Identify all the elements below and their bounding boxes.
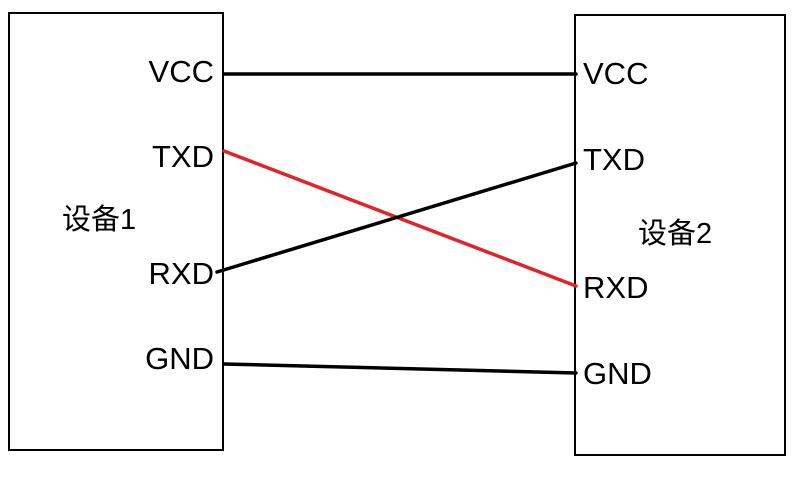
device-2-pin-gnd: GND [583, 356, 652, 391]
device-1-pin-txd: TXD [152, 139, 214, 174]
device-2-name: 设备2 [638, 218, 713, 250]
device-2-box [574, 14, 786, 456]
device-1-pin-gnd: GND [145, 341, 214, 376]
wire-rxd-to-txd [215, 161, 578, 274]
wire-txd-to-rxd [222, 149, 578, 288]
device-1-pin-vcc: VCC [148, 54, 214, 89]
device-1-box [8, 12, 224, 451]
device-1-name: 设备1 [62, 204, 137, 236]
device-2-pin-rxd: RXD [583, 270, 649, 305]
device-2-pin-vcc: VCC [583, 56, 649, 91]
device-2-pin-txd: TXD [583, 142, 645, 177]
wire-gnd-to-gnd [222, 362, 578, 375]
device-1-pin-rxd: RXD [148, 256, 214, 291]
